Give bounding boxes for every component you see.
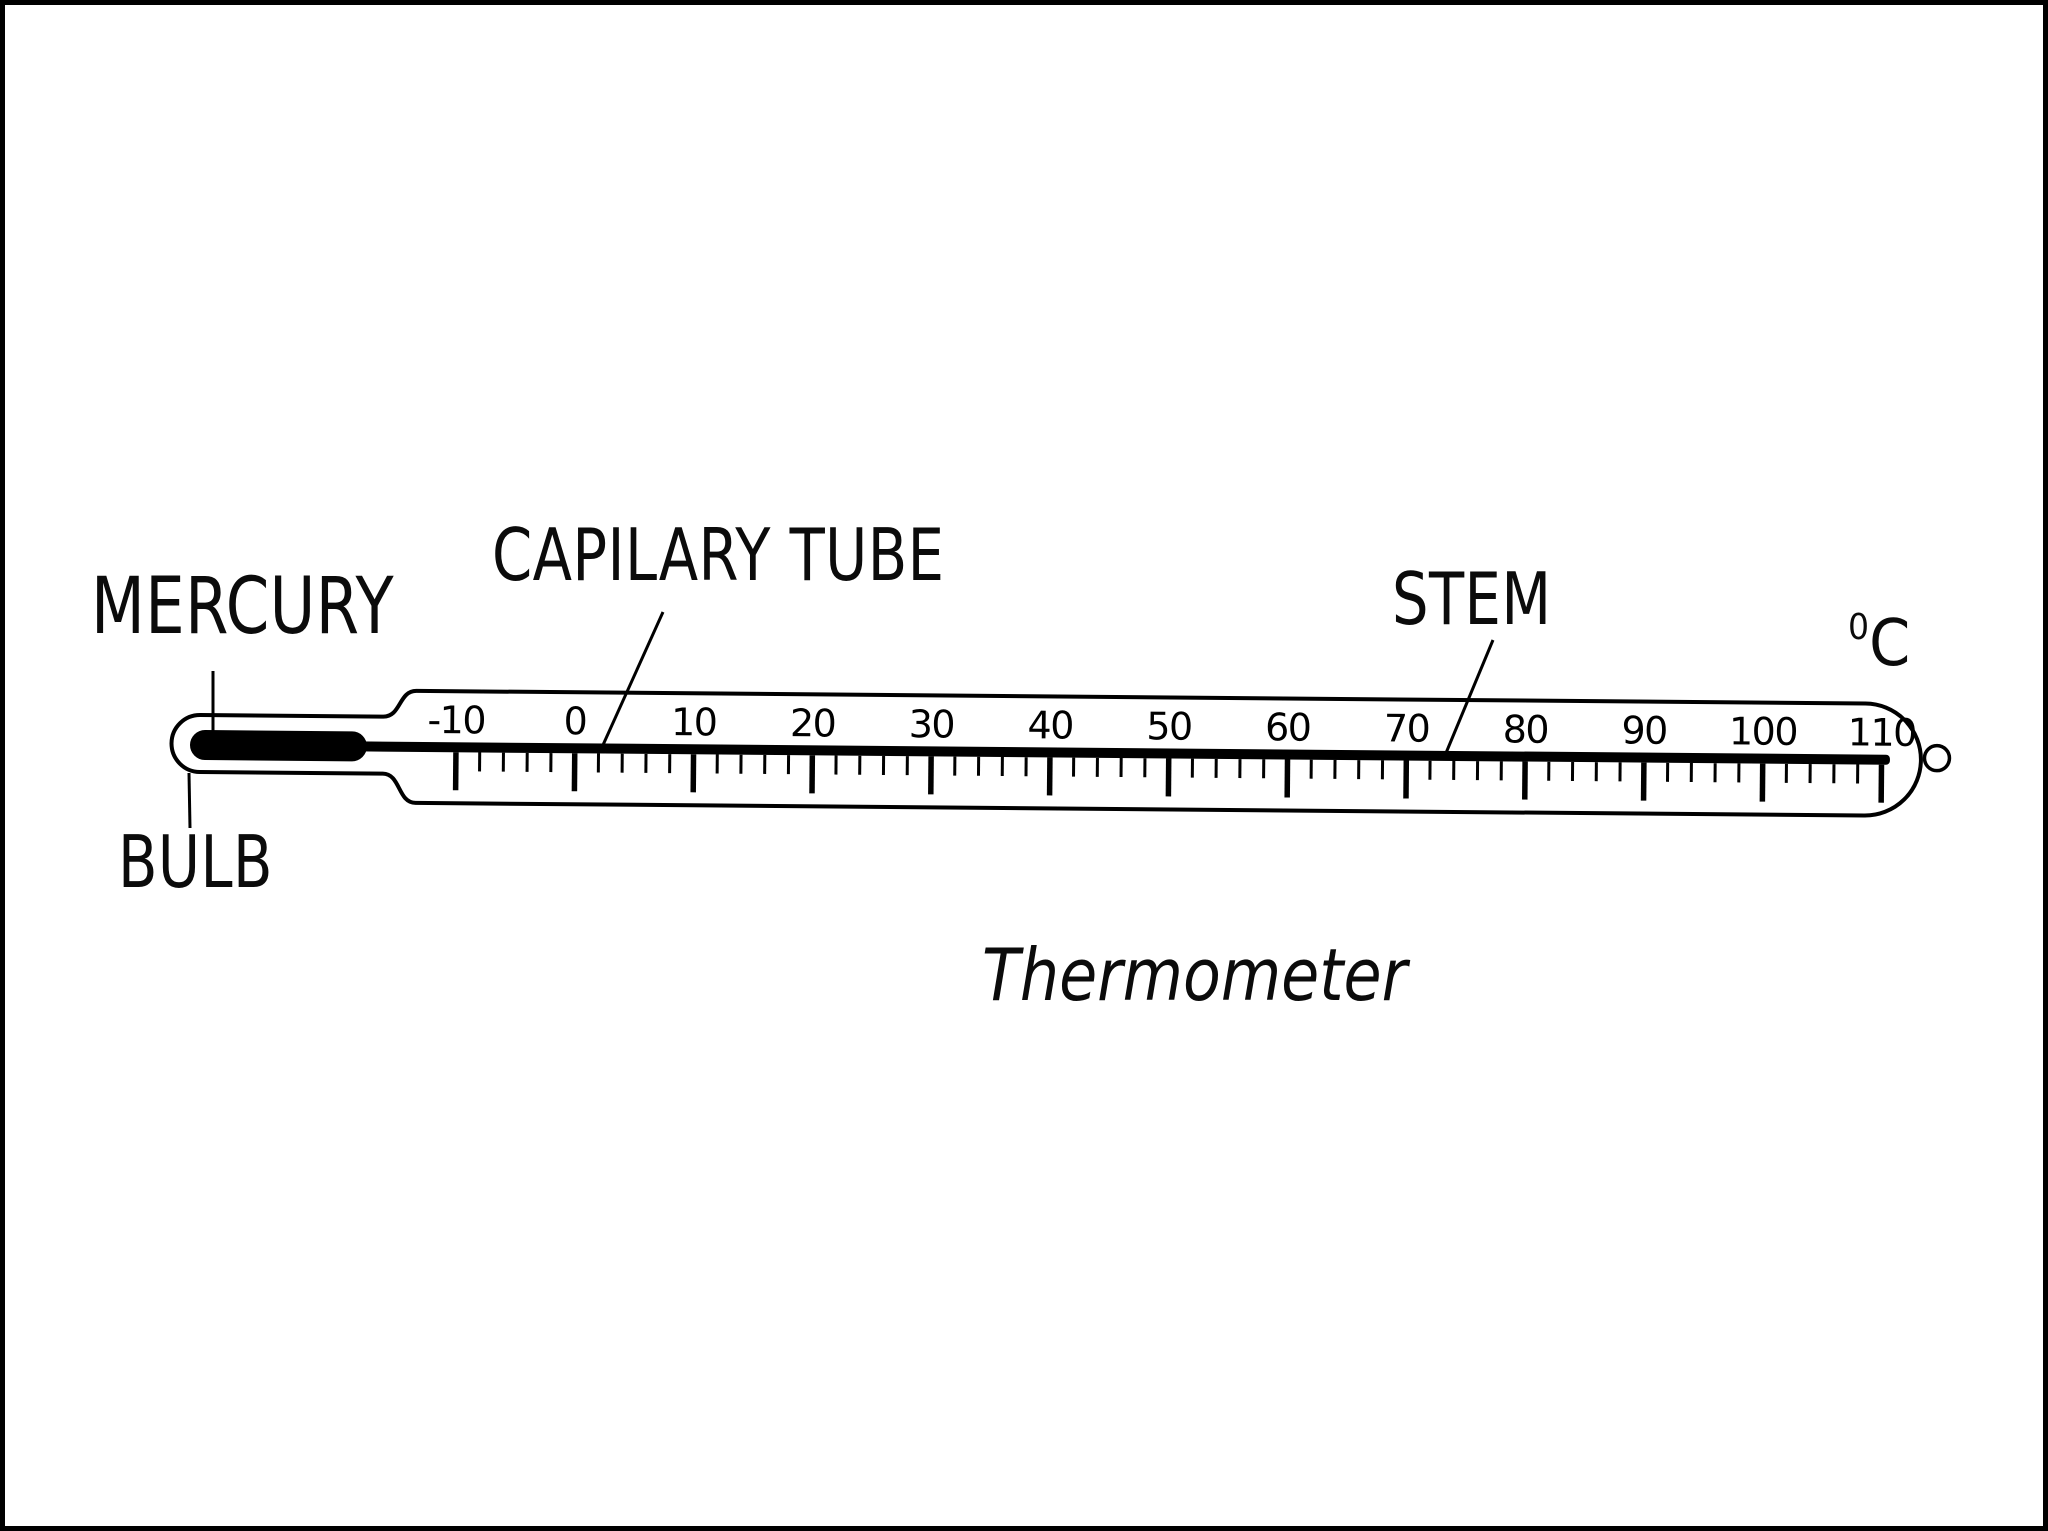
scale-number: 40 bbox=[1027, 703, 1073, 747]
end-ring bbox=[1922, 743, 1952, 773]
scale-number: 70 bbox=[1384, 706, 1430, 750]
scale-number: 60 bbox=[1265, 705, 1311, 749]
scale-number: 20 bbox=[790, 701, 836, 745]
scale-number: 110 bbox=[1848, 710, 1916, 755]
degree-superscript: 0 bbox=[1848, 607, 1870, 648]
scale-number: 0 bbox=[563, 699, 586, 743]
scale-number: 50 bbox=[1146, 704, 1192, 748]
scale-number: 100 bbox=[1729, 709, 1797, 754]
scale-number: 30 bbox=[909, 702, 955, 746]
scale-number: 80 bbox=[1503, 707, 1549, 751]
scale-numbers: -10 0 10 20 30 40 50 60 70 80 90 100 110 bbox=[427, 698, 1916, 755]
bulb-leader-line bbox=[187, 772, 192, 829]
bulb-label: BULB bbox=[118, 820, 273, 904]
scale-number: -10 bbox=[427, 698, 485, 743]
diagram-title: Thermometer bbox=[982, 933, 1408, 1017]
scale-number: 10 bbox=[671, 700, 717, 744]
stem-leader-line bbox=[1444, 639, 1495, 754]
thermometer-body: -10 0 10 20 30 40 50 60 70 80 90 100 110 bbox=[169, 688, 1952, 818]
mercury-label: MERCURY bbox=[91, 562, 395, 652]
capillary-tube-label: CAPILARY TUBE bbox=[492, 513, 945, 597]
scale-ticks bbox=[452, 752, 1885, 803]
celsius-symbol: C bbox=[1869, 607, 1911, 681]
scale-number: 90 bbox=[1621, 708, 1667, 752]
stem-label: STEM bbox=[1392, 557, 1552, 641]
mercury-reservoir bbox=[189, 730, 367, 762]
capillary-leader-line bbox=[601, 611, 665, 746]
celsius-unit-label: 0C bbox=[1848, 607, 1911, 681]
mercury-column bbox=[354, 741, 1890, 765]
